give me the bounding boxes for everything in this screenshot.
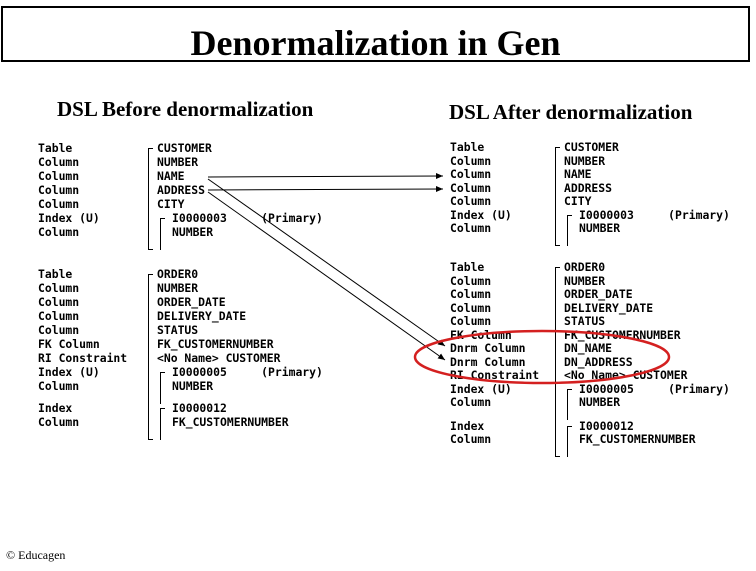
table-bracket <box>555 147 560 246</box>
row-label: Index (U) <box>38 365 100 379</box>
row-value: NUMBER <box>157 281 199 295</box>
row-label: Dnrm Column <box>450 354 526 369</box>
row-label: RI Constraint <box>38 351 128 365</box>
row-label: Column <box>450 395 492 409</box>
row-value: NUMBER <box>172 379 214 393</box>
row-label: Column <box>450 314 492 328</box>
slide-title: Denormalization in Gen <box>190 23 561 63</box>
row-value: NUMBER <box>564 273 606 288</box>
row-value: STATUS <box>157 323 199 337</box>
row-value: ADDRESS <box>157 183 206 197</box>
row-label: Column <box>38 155 80 169</box>
row-value: I0000005 (Primary) <box>579 381 730 396</box>
row-label: Index <box>38 401 73 415</box>
index-bracket <box>567 388 572 420</box>
address-move-arrow <box>207 186 444 193</box>
index-bracket <box>160 372 165 404</box>
row-label: Index (U) <box>450 381 512 396</box>
row-value: I0000012 <box>579 418 634 433</box>
row-value: ORDER_DATE <box>157 295 226 309</box>
row-value: <No Name> CUSTOMER <box>564 368 688 382</box>
row-value: CITY <box>564 194 592 208</box>
row-label: Column <box>38 309 80 323</box>
row-value: NUMBER <box>579 395 621 409</box>
title-box: Denormalization in Gen <box>1 6 750 63</box>
row-label: Column <box>38 281 80 295</box>
name-move-arrow <box>207 173 444 180</box>
row-label: Column <box>450 273 492 288</box>
row-label: RI Constraint <box>450 368 540 382</box>
table-bracket <box>148 274 153 440</box>
row-value: DN_ADDRESS <box>564 354 633 369</box>
row-label: Column <box>450 221 492 235</box>
row-value: ORDER0 <box>564 260 606 274</box>
row-value: I0000003 (Primary) <box>579 207 730 222</box>
row-value: CITY <box>157 197 185 211</box>
row-value: NAME <box>157 169 185 183</box>
row-label: Column <box>450 300 492 315</box>
row-value: I0000003 (Primary) <box>172 211 323 225</box>
row-value: ADDRESS <box>564 180 613 195</box>
row-label: Column <box>450 194 492 208</box>
row-label: Column <box>38 183 80 197</box>
row-value: I0000005 (Primary) <box>172 365 323 379</box>
name-to-dn-name-arrow <box>207 178 446 347</box>
row-label: Column <box>38 415 80 429</box>
index-bracket <box>567 425 572 457</box>
row-label: Index (U) <box>450 207 512 222</box>
row-value: FK_CUSTOMERNUMBER <box>579 432 696 446</box>
row-label: Table <box>38 267 73 281</box>
index-bracket <box>160 408 165 440</box>
address-to-dn-address-arrow <box>207 191 446 361</box>
row-label: Column <box>450 287 492 301</box>
row-value: FK_CUSTOMERNUMBER <box>564 327 681 342</box>
row-value: DELIVERY_DATE <box>157 309 247 323</box>
row-label: Index (U) <box>38 211 100 225</box>
row-value: NUMBER <box>564 153 606 168</box>
copyright-notice: © Educagen <box>6 548 66 562</box>
row-label: Column <box>450 153 492 168</box>
row-label: Column <box>38 379 80 393</box>
row-value: CUSTOMER <box>157 141 212 155</box>
row-value: <No Name> CUSTOMER <box>157 351 281 365</box>
row-label: Table <box>450 140 485 154</box>
index-bracket <box>160 218 165 250</box>
row-value: ORDER0 <box>157 267 199 281</box>
row-label: Table <box>38 141 73 155</box>
row-value: I0000012 <box>172 401 227 415</box>
row-value: NUMBER <box>172 225 214 239</box>
row-value: DELIVERY_DATE <box>564 300 654 315</box>
row-label: Index <box>450 418 485 433</box>
row-label: Column <box>38 169 80 183</box>
row-value: NUMBER <box>157 155 199 169</box>
row-label: FK Column <box>450 327 512 342</box>
row-label: Column <box>450 167 492 181</box>
row-label: Column <box>38 295 80 309</box>
index-bracket <box>567 214 572 246</box>
row-value: FK_CUSTOMERNUMBER <box>172 415 289 429</box>
row-label: FK Column <box>38 337 100 351</box>
table-bracket <box>555 267 560 457</box>
row-label: Column <box>38 225 80 239</box>
row-value: STATUS <box>564 314 606 328</box>
row-label: Column <box>450 432 492 446</box>
row-value: NUMBER <box>579 221 621 235</box>
row-label: Column <box>38 323 80 337</box>
row-value: DN_NAME <box>564 341 613 355</box>
row-value: FK_CUSTOMERNUMBER <box>157 337 274 351</box>
after-heading: DSL After denormalization <box>449 100 693 124</box>
row-value: ORDER_DATE <box>564 287 633 301</box>
denormalized-columns-highlight <box>413 329 671 385</box>
row-label: Table <box>450 260 485 274</box>
table-bracket <box>148 148 153 250</box>
before-heading: DSL Before denormalization <box>57 97 314 121</box>
row-value: CUSTOMER <box>564 140 619 154</box>
row-label: Column <box>38 197 80 211</box>
row-label: Dnrm Column <box>450 341 526 355</box>
row-label: Column <box>450 180 492 195</box>
row-value: NAME <box>564 167 592 181</box>
